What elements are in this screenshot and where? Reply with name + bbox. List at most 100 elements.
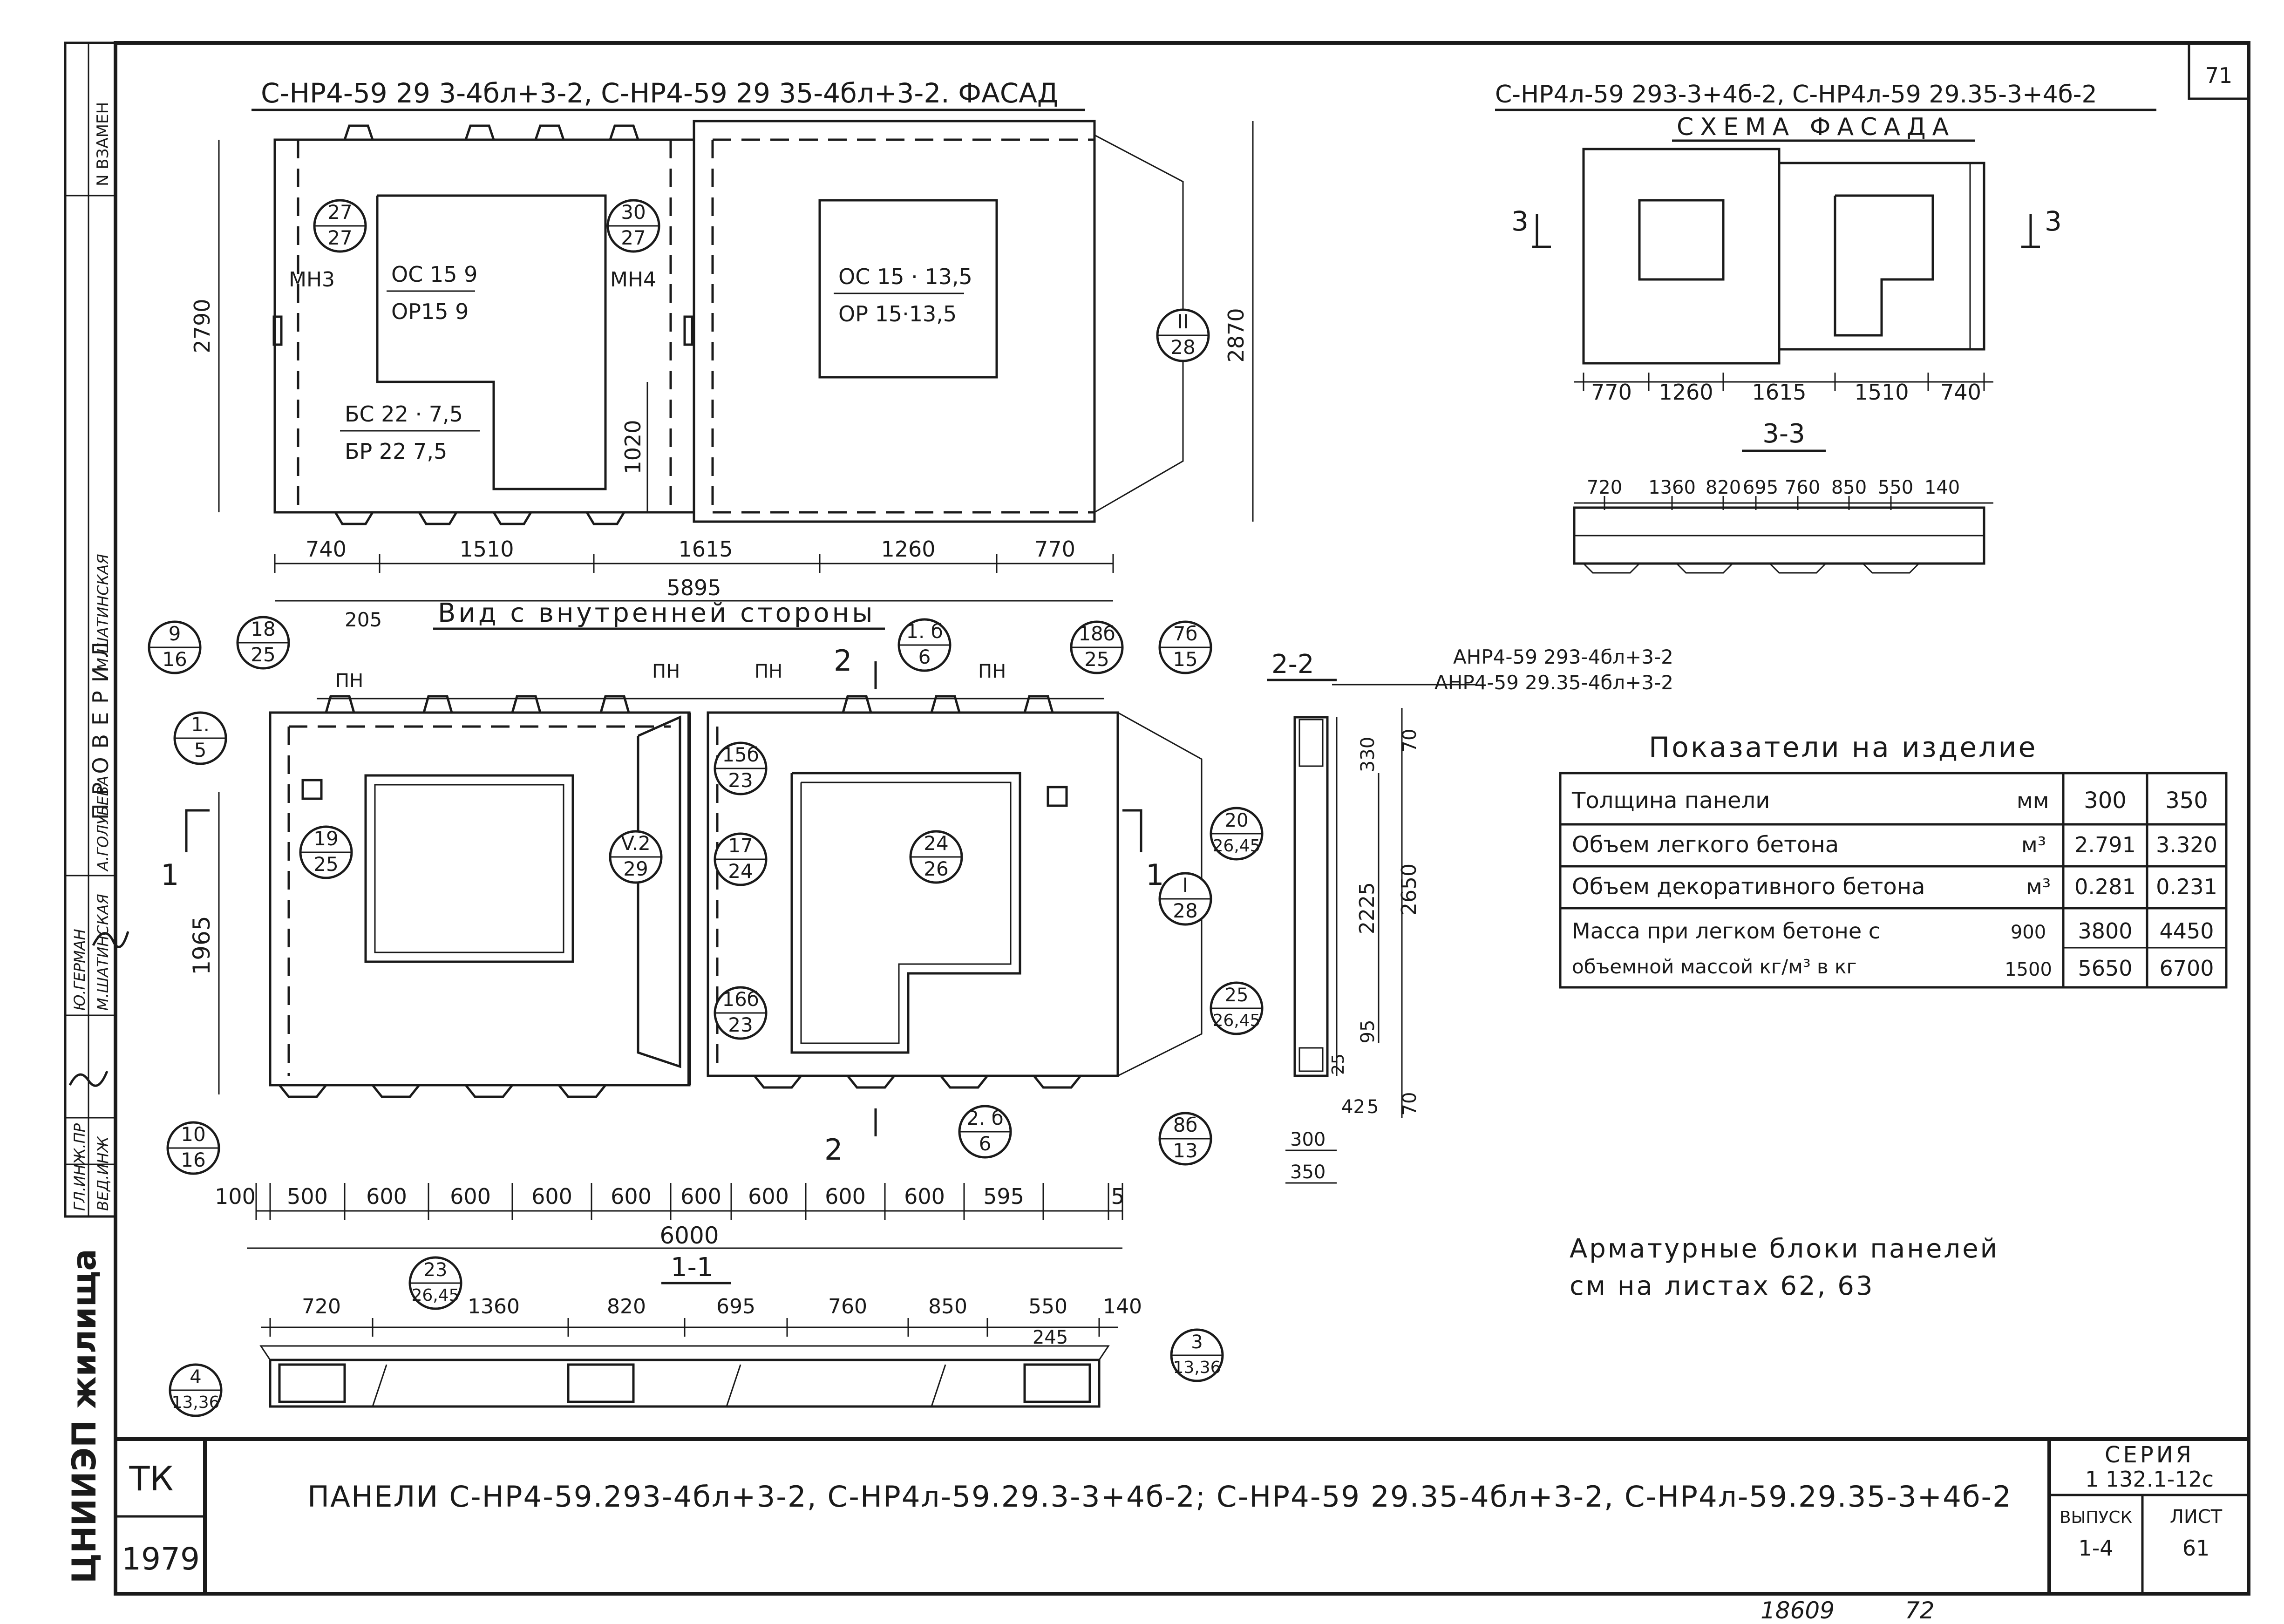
inner-pn-4: ПН — [978, 661, 1006, 682]
inner-callout-10-16: 10 16 — [166, 1121, 220, 1175]
inner-callout-2b-6: 2. б 6 — [958, 1105, 1012, 1159]
table-mass-a-1: 3800 — [2078, 918, 2132, 944]
side-stamp-role-1: ГЛ.ИНЖ.ПР — [71, 1123, 88, 1211]
scheme-mark-right: 3 — [2045, 205, 2062, 237]
svg-text:II: II — [1177, 310, 1189, 333]
svg-text:27: 27 — [327, 201, 352, 224]
footer-num-2: 72 — [1905, 1597, 1935, 1624]
section22-dim-42: 42 — [1341, 1096, 1365, 1118]
table-row-1-unit: мм — [2017, 788, 2049, 813]
inner-dim-5: 600 — [531, 1184, 572, 1209]
table-row-3-a: 0.281 — [2074, 874, 2136, 899]
svg-text:26,45: 26,45 — [1212, 836, 1260, 856]
section22-dim-70-top: 70 — [1399, 729, 1421, 753]
inner-callout-9-16: 9 16 — [148, 620, 202, 674]
section33-dim-2: 1360 — [1648, 477, 1696, 498]
facade-h-right: 2870 — [1224, 308, 1249, 362]
inner-dim-205: 205 — [345, 608, 382, 631]
svg-text:4: 4 — [190, 1366, 201, 1388]
section22-dim-300: 300 — [1290, 1129, 1326, 1150]
inner-dim-11: 595 — [983, 1184, 1024, 1209]
section11-callout-3-1336: 3 13,36 — [1170, 1328, 1224, 1382]
inner-total: 6000 — [659, 1222, 719, 1249]
svg-text:25: 25 — [1084, 648, 1109, 671]
inner-mark-2-bottom: 2 — [824, 1133, 843, 1167]
svg-text:27: 27 — [621, 226, 646, 249]
issue-value: 1-4 — [2078, 1536, 2113, 1561]
svg-text:I: I — [1183, 874, 1188, 897]
svg-text:23: 23 — [728, 1013, 753, 1036]
scheme-title-2: СХЕМА ФАСАДА — [1677, 113, 1955, 141]
side-stamp — [64, 41, 117, 1218]
scheme-dim-1: 770 — [1591, 380, 1632, 405]
facade-mn3: МН3 — [289, 268, 335, 292]
svg-text:17: 17 — [728, 834, 753, 857]
inner-callout-17-24: 17 24 — [714, 832, 768, 886]
stamp-tk: ТК — [129, 1459, 173, 1498]
inner-dim-3: 600 — [366, 1184, 407, 1209]
section22-dim-2225: 2225 — [1355, 882, 1379, 934]
scheme-dim-4: 1510 — [1854, 380, 1909, 405]
svg-text:2. б: 2. б — [966, 1107, 1003, 1129]
table-mass-label-1: Масса при легком бетоне с — [1572, 918, 1880, 944]
inner-callout-16b-23: 16б 23 — [714, 986, 768, 1040]
table-mass-b-1: 4450 — [2159, 918, 2214, 944]
section22-dim-2650: 2650 — [1397, 863, 1421, 916]
section11-dim-245: 245 — [1033, 1327, 1068, 1348]
inner-callout-V2-29: V.2 29 — [609, 830, 663, 884]
section33-dim-4: 695 — [1743, 477, 1778, 498]
svg-text:5: 5 — [194, 739, 207, 761]
inner-dim-12: 5 — [1111, 1184, 1124, 1209]
sheet-number-top: 71 — [2205, 63, 2233, 88]
facade-dim-5: 770 — [1034, 537, 1075, 562]
svg-text:28: 28 — [1173, 899, 1197, 922]
svg-text:13: 13 — [1173, 1139, 1197, 1162]
inner-callout-15b-23: 15б 23 — [714, 741, 768, 795]
svg-text:26: 26 — [924, 857, 948, 880]
inner-callout-8b-13: 8б 13 — [1158, 1112, 1212, 1166]
section22-callout-25-2645: 25 26,45 — [1210, 981, 1264, 1035]
svg-text:15б: 15б — [722, 743, 759, 766]
section22-label-1: АНР4-59 293-4бл+3-2 — [1453, 646, 1673, 668]
facade-win-left-1: ОС 15 9 — [391, 262, 477, 287]
table-row-2-a: 2.791 — [2074, 832, 2136, 857]
inner-callout-I-28: I 28 — [1158, 872, 1212, 926]
svg-text:26,45: 26,45 — [411, 1286, 459, 1305]
side-stamp-name-1: Ю.ГЕРМАН — [71, 929, 88, 1011]
section22-dim-5: 5 — [1367, 1096, 1379, 1118]
scheme-dim-5: 740 — [1940, 380, 1981, 405]
side-stamp-name-4: М.ШАТИНСКАЯ — [94, 554, 112, 671]
section11-dim-1: 720 — [302, 1295, 341, 1318]
side-stamp-name-3: А.ГОЛУБЕВА — [94, 775, 112, 872]
facade-callout-27-27: 27 27 — [313, 199, 367, 253]
svg-text:7б: 7б — [1173, 622, 1198, 645]
facade-door-2: БР 22 7,5 — [345, 439, 447, 464]
facade-dim-2: 1510 — [459, 537, 514, 562]
table-row-3-b: 0.231 — [2156, 874, 2217, 899]
svg-text:30: 30 — [621, 201, 646, 224]
footer-num-1: 18609 — [1761, 1597, 1835, 1624]
facade-h-door: 1020 — [620, 420, 646, 474]
side-stamp-proveril: ПРОВЕРИЛ — [88, 633, 113, 820]
inner-callout-24-26: 24 26 — [909, 830, 963, 884]
section11-dim-5: 760 — [828, 1295, 867, 1318]
section22-dim-95: 95 — [1357, 1020, 1379, 1044]
signature-2 — [92, 931, 129, 948]
section11-drawing — [259, 1318, 1118, 1408]
table-row-1-b: 350 — [2165, 788, 2208, 814]
facade-win-left-2: ОР15 9 — [391, 299, 469, 324]
list-label: ЛИСТ — [2170, 1506, 2223, 1528]
inner-mark-2-top: 2 — [834, 644, 852, 678]
svg-text:V.2: V.2 — [621, 832, 650, 855]
section33-dim-3: 820 — [1706, 477, 1741, 498]
table-row-2-unit: м³ — [2021, 832, 2046, 857]
side-stamp-vzamen: N ВЗАМЕН — [94, 102, 112, 186]
svg-text:26,45: 26,45 — [1212, 1011, 1260, 1030]
svg-text:24: 24 — [728, 860, 753, 883]
indicators-table — [1559, 772, 2228, 989]
inner-callout-19-25: 19 25 — [299, 825, 353, 879]
section11-dim-2: 1360 — [468, 1295, 520, 1318]
table-row-1-a: 300 — [2084, 788, 2127, 814]
inner-dim-7: 600 — [680, 1184, 721, 1209]
inner-dimensions — [218, 792, 1123, 1249]
